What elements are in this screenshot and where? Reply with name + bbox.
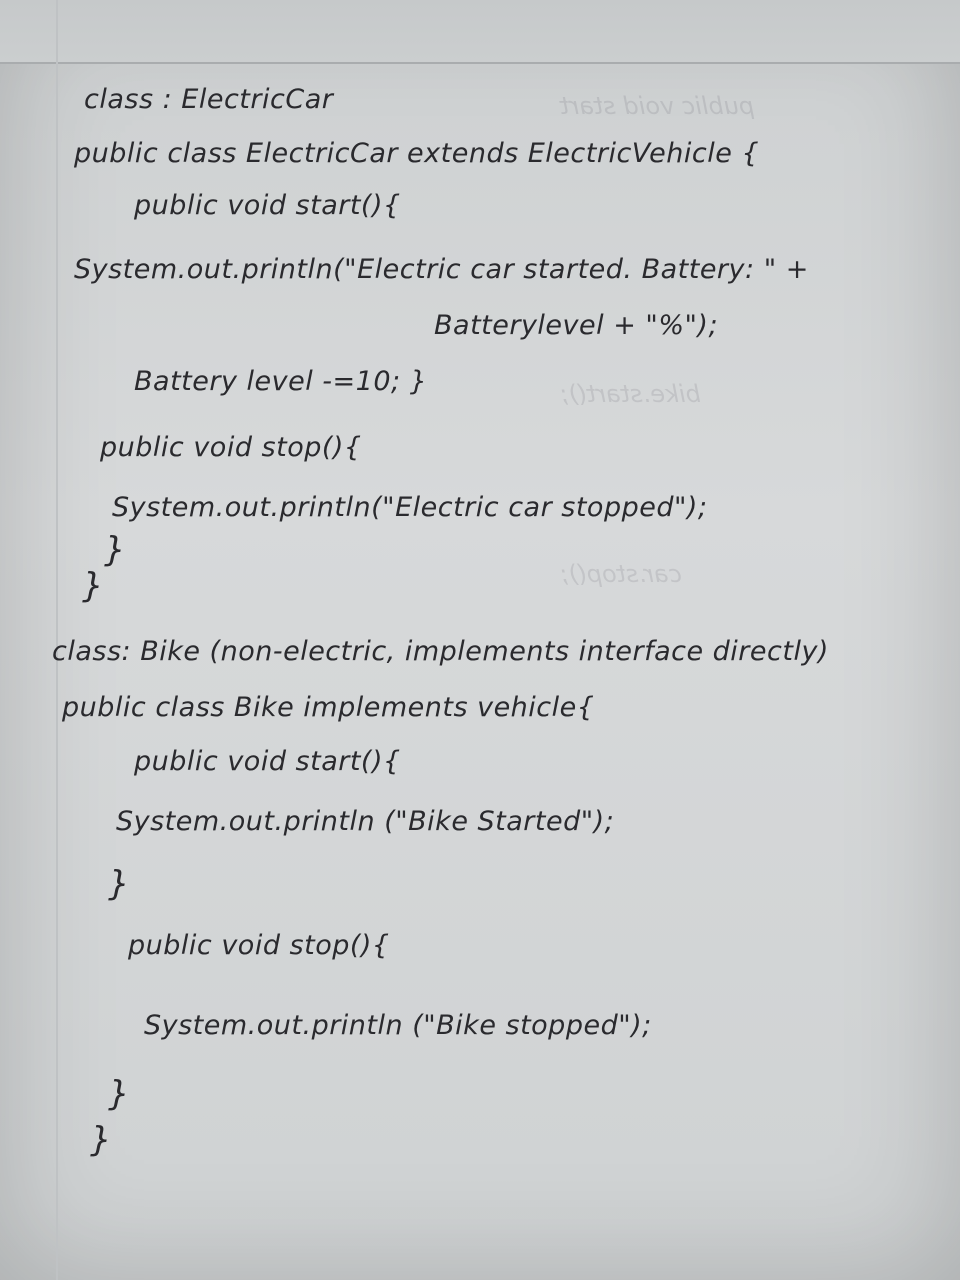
bleed-through-text: bike.start(); <box>560 380 701 408</box>
code-line: System.out.println("Electric car stopped… <box>112 492 708 523</box>
page-top-edge <box>0 0 960 64</box>
closing-brace: } <box>82 566 105 606</box>
code-line: public class ElectricCar extends Electri… <box>74 138 760 169</box>
code-line: public class Bike implements vehicle{ <box>62 692 595 723</box>
code-line: public void start(){ <box>134 190 401 221</box>
closing-brace: } <box>108 1074 131 1114</box>
bleed-through-text: public void start <box>560 92 755 120</box>
bleed-through-text: car.stop(); <box>560 560 682 588</box>
code-line: class: Bike (non-electric, implements in… <box>52 636 829 667</box>
closing-brace: } <box>108 864 131 904</box>
code-line: System.out.println ("Bike Started"); <box>116 806 615 837</box>
code-line: System.out.println ("Bike stopped"); <box>144 1010 652 1041</box>
closing-brace: } <box>104 530 127 570</box>
code-line: System.out.println("Electric car started… <box>74 254 809 285</box>
code-line: Battery level -=10; } <box>134 366 428 397</box>
margin-rule <box>56 0 58 1280</box>
closing-brace: } <box>90 1120 113 1160</box>
code-line: Batterylevel + "%"); <box>434 310 719 341</box>
code-line: class : ElectricCar <box>84 84 334 115</box>
code-line: public void start(){ <box>134 746 401 777</box>
code-line: public void stop(){ <box>128 930 390 961</box>
code-line: public void stop(){ <box>100 432 362 463</box>
